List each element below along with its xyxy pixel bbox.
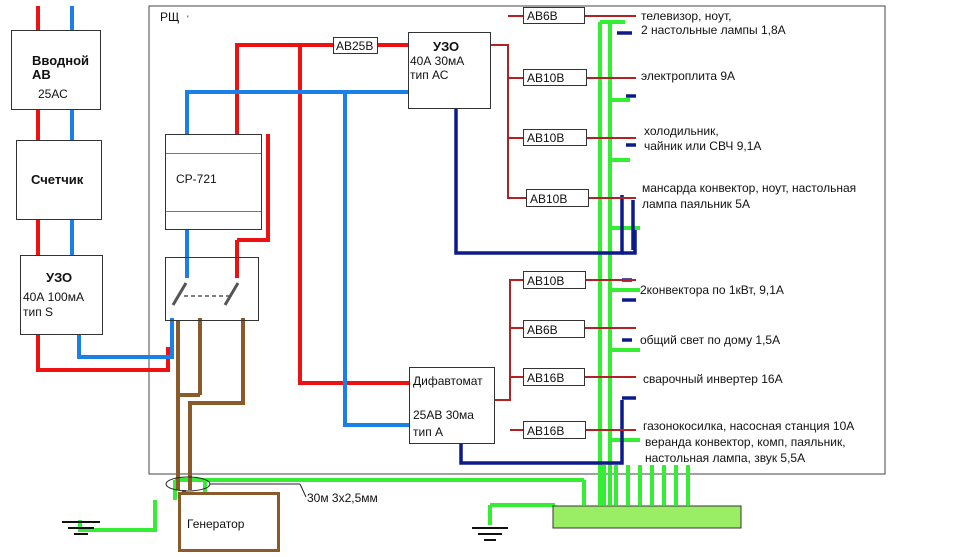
transfer-switch [165, 257, 259, 321]
load-branch-wires [491, 15, 636, 431]
transfer-switch-contacts [171, 282, 240, 306]
breaker-top-4: АВ10В [526, 189, 589, 207]
rcbo-title: Дифавтомат [413, 374, 483, 388]
breaker-top-1: АВ6В [523, 7, 585, 24]
breaker-top-2: АВ10В [523, 69, 587, 86]
generator: Генератор [178, 492, 280, 552]
breaker-bottom-4-label: АВ16В [527, 424, 565, 438]
load-bottom-4-line3: настольная лампа, звук 5,5А [645, 451, 806, 465]
ground-symbol-right [472, 527, 508, 541]
panel-label: РЩ [160, 10, 180, 24]
rcd-top-type: тип АС [410, 68, 449, 82]
cable-leader-tick [299, 483, 307, 498]
main-rcd-title: УЗО [46, 270, 73, 285]
breaker-bottom-1: АВ10В [523, 271, 586, 289]
rcd-30ma-ac: УЗО 40А 30мА тип АС [408, 32, 491, 109]
generator-label: Генератор [187, 517, 245, 531]
load-top-4-line2: лампа паяльник 5А [642, 197, 750, 211]
load-top-1-line2: 2 настольные лампы 1,8А [641, 23, 786, 37]
intake-breaker: Вводной АВ 25АС [11, 30, 101, 110]
breaker-top-2-label: АВ10В [527, 71, 565, 85]
rcd-top-title: УЗО [433, 39, 460, 54]
breaker-bottom-4: АВ16В [523, 421, 586, 439]
breaker-bottom-2-label: АВ6В [527, 323, 558, 337]
main-breaker-label: АВ25В [336, 39, 374, 53]
load-top-3-line1: холодильник, [644, 124, 719, 138]
breaker-top-3-label: АВ10В [527, 131, 565, 145]
intake-breaker-title-2: АВ [32, 67, 51, 82]
load-top-2-line1: электроплита 9А [641, 69, 736, 83]
load-bottom-4-line2: веранда конвектор, комп, паяльник, [645, 435, 846, 449]
ground-bus-bar [552, 505, 742, 529]
rcbo-type: тип А [413, 425, 444, 439]
relay-divider-top [166, 153, 261, 154]
main-breaker-ab25: АВ25В [333, 37, 378, 54]
load-top-1-line1: телевизор, ноут, [641, 9, 732, 23]
breaker-bottom-2: АВ6В [523, 320, 585, 338]
ground-symbol-left [62, 521, 100, 535]
main-rcd-type: тип S [23, 305, 54, 319]
electricity-meter: Счетчик [16, 140, 102, 220]
ground-wires [78, 20, 690, 532]
neutral-wires [70, 6, 410, 427]
breaker-top-1-label: АВ6В [527, 9, 558, 23]
panel-tick: ' [187, 14, 189, 24]
load-bottom-2-line1: общий свет по дому 1,5А [640, 333, 781, 347]
rcbo-difavtomat: Дифавтомат 25АВ 30ма тип А [409, 367, 495, 444]
neutral-return-wires [454, 31, 637, 465]
breaker-top-4-label: АВ10В [530, 192, 568, 206]
distribution-panel-outline [148, 5, 886, 475]
relay-label: СР-721 [176, 172, 217, 186]
load-bottom-1-line1: 2конвектора по 1кВт, 9,1А [640, 283, 784, 297]
cable-spec-label: 30м 3х2,5мм [307, 491, 378, 505]
load-bottom-4-line1: газонокосилка, насосная станция 10А [643, 419, 855, 433]
relay-divider-bottom [166, 211, 261, 212]
breaker-top-3: АВ10В [523, 129, 587, 146]
load-top-3-line2: чайник или СВЧ 9,1А [644, 139, 762, 153]
main-rcd: УЗО 40А 100мА тип S [20, 255, 103, 335]
rcd-top-rating: 40А 30мА [410, 54, 465, 68]
rcbo-rating: 25АВ 30ма [413, 408, 474, 422]
breaker-bottom-3-label: АВ16В [527, 371, 565, 385]
main-rcd-rating: 40А 100мА [23, 290, 84, 304]
intake-breaker-rating: 25АС [38, 87, 68, 101]
load-bottom-3-line1: сварочный инвертер 16А [643, 372, 783, 386]
voltage-relay-cp721: СР-721 [165, 134, 262, 230]
meter-title: Счетчик [31, 172, 84, 187]
breaker-bottom-3: АВ16В [523, 368, 585, 386]
intake-breaker-title-1: Вводной [32, 53, 90, 68]
breaker-bottom-1-label: АВ10В [527, 274, 565, 288]
generator-cable [176, 318, 245, 515]
load-top-4-line1: мансарда конвектор, ноут, настольная [642, 181, 857, 195]
